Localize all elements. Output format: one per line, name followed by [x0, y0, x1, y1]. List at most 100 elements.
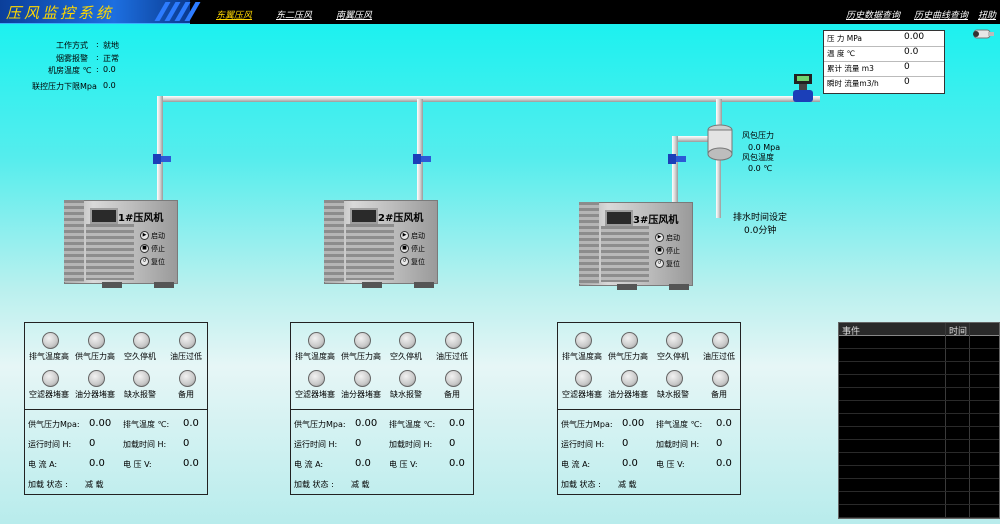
history-data-link[interactable]: 历史数据查询 — [846, 11, 901, 21]
alarm-lamp — [308, 332, 325, 349]
tab-dongyi[interactable]: 东翼压风 — [216, 11, 253, 21]
alarm-lamp — [179, 332, 196, 349]
reading-label: 电 流 A: — [561, 460, 591, 469]
reading-value: 0 — [449, 438, 456, 449]
start-button[interactable]: ▶启动 — [400, 230, 434, 241]
meas-value: 0 — [904, 62, 910, 72]
compressor-3: 3#压风机 ▶启动 ■停止 ↺复位 — [579, 202, 693, 292]
event-row-line — [839, 439, 999, 440]
start-button[interactable]: ▶启动 — [655, 232, 689, 243]
reading-label: 电 压 V: — [123, 460, 152, 469]
event-row-line — [839, 361, 999, 362]
stop-button[interactable]: ■停止 — [655, 245, 689, 256]
reading-label: 加载时间 H: — [389, 440, 433, 449]
smoke-alarm-value: 正常 — [103, 54, 119, 63]
stop-button[interactable]: ■停止 — [140, 243, 174, 254]
alarm-lamp — [712, 332, 729, 349]
reading-value: 0 — [716, 438, 723, 449]
alarm-label: 空久停机 — [124, 352, 156, 361]
load-state-label: 加载 状态 : — [28, 480, 68, 489]
drain-time-value[interactable]: 0.0分钟 — [744, 226, 777, 236]
drain-pipe — [716, 158, 721, 218]
work-mode-label: 工作方式 — [56, 41, 88, 50]
tab-donger[interactable]: 东二压风 — [276, 11, 313, 21]
event-log-header: 事件 时间 — [839, 323, 999, 337]
time-column-header: 时间 — [949, 327, 968, 337]
meas-value: 0.00 — [904, 32, 925, 42]
alarm-lamp — [712, 370, 729, 387]
start-button[interactable]: ▶启动 — [140, 230, 174, 241]
air-tank-icon — [707, 124, 733, 161]
alarm-lamp — [133, 332, 150, 349]
smoke-alarm-label: 烟雾报警 — [56, 54, 88, 63]
alarm-lamp — [354, 370, 371, 387]
alarm-lamp — [399, 332, 416, 349]
compressor-screen — [350, 208, 378, 224]
compressor-2-panel: 排气温度高供气压力高空久停机油压过低空滤器堵塞油分器堵塞缺水报警备用供气压力Mp… — [290, 322, 474, 495]
reading-label: 排气温度 ℃: — [123, 420, 170, 429]
alarm-label: 排气温度高 — [562, 352, 602, 361]
valve-3-icon — [668, 154, 686, 164]
reading-value: 0.0 — [716, 418, 732, 429]
alarm-label: 油压过低 — [703, 352, 735, 361]
alarm-label: 油分器堵塞 — [75, 390, 115, 399]
load-state-label: 加载 状态 : — [561, 480, 601, 489]
reading-value: 0.0 — [449, 458, 465, 469]
meas-label: 累计 流量 m3 — [827, 64, 874, 73]
alarm-label: 空滤器堵塞 — [562, 390, 602, 399]
alarm-label: 油压过低 — [170, 352, 202, 361]
reading-label: 运行时间 H: — [561, 440, 605, 449]
reading-value: 0.0 — [89, 458, 105, 469]
reset-button[interactable]: ↺复位 — [400, 256, 434, 267]
compressor-name: 2#压风机 — [378, 213, 424, 224]
event-row-line — [839, 426, 999, 427]
alarm-lamp — [621, 332, 638, 349]
stop-button[interactable]: ■停止 — [400, 243, 434, 254]
linked-pressure-label: 联控压力下限Mpa — [32, 82, 97, 91]
compressor-3-panel: 排气温度高供气压力高空久停机油压过低空滤器堵塞油分器堵塞缺水报警备用供气压力Mp… — [557, 322, 741, 495]
alarm-lamp — [308, 370, 325, 387]
load-state-value: 减 载 — [618, 480, 637, 489]
reset-button[interactable]: ↺复位 — [140, 256, 174, 267]
load-state-value: 减 载 — [351, 480, 370, 489]
reading-value: 0.0 — [622, 458, 638, 469]
alarm-label: 空久停机 — [390, 352, 422, 361]
event-row-line — [839, 478, 999, 479]
alarm-lamp — [88, 332, 105, 349]
compressor-1-panel: 排气温度高供气压力高空久停机油压过低空滤器堵塞油分器堵塞缺水报警备用供气压力Mp… — [24, 322, 208, 495]
room-temp-value: 0.0 — [103, 65, 116, 74]
event-row-line — [839, 374, 999, 375]
alarm-label: 排气温度高 — [295, 352, 335, 361]
alarm-label: 油压过低 — [436, 352, 468, 361]
alarm-lamp — [575, 370, 592, 387]
tab-nanyi[interactable]: 南翼压风 — [336, 11, 373, 21]
alarm-lamp — [666, 370, 683, 387]
meas-label: 瞬时 流量m3/h — [827, 79, 879, 88]
tank-pressure-label: 风包压力 — [742, 131, 774, 140]
history-curve-link[interactable]: 历史曲线查询 — [914, 11, 969, 21]
camera-icon[interactable] — [970, 26, 996, 42]
event-log[interactable]: 事件 时间 — [838, 322, 1000, 519]
reading-label: 加载时间 H: — [656, 440, 700, 449]
event-row-line — [839, 504, 999, 505]
alarm-label: 缺水报警 — [657, 390, 689, 399]
reset-button[interactable]: ↺复位 — [655, 258, 689, 269]
compressor-name: 3#压风机 — [633, 215, 679, 226]
reading-label: 运行时间 H: — [294, 440, 338, 449]
help-link[interactable]: 扭助 — [978, 11, 997, 21]
reading-value: 0.00 — [89, 418, 112, 429]
reading-value: 0.0 — [355, 458, 371, 469]
reading-label: 电 流 A: — [28, 460, 58, 469]
event-row-line — [839, 517, 999, 518]
event-row-line — [839, 465, 999, 466]
reading-value: 0 — [355, 438, 362, 449]
pipe-tank — [716, 99, 722, 129]
alarm-lamp — [133, 370, 150, 387]
event-row-line — [839, 348, 999, 349]
alarm-label: 缺水报警 — [390, 390, 422, 399]
main-pipe — [160, 96, 820, 102]
compressor-name: 1#压风机 — [118, 213, 164, 224]
alarm-label: 备用 — [178, 390, 194, 399]
reading-label: 供气压力Mpa: — [561, 420, 613, 429]
